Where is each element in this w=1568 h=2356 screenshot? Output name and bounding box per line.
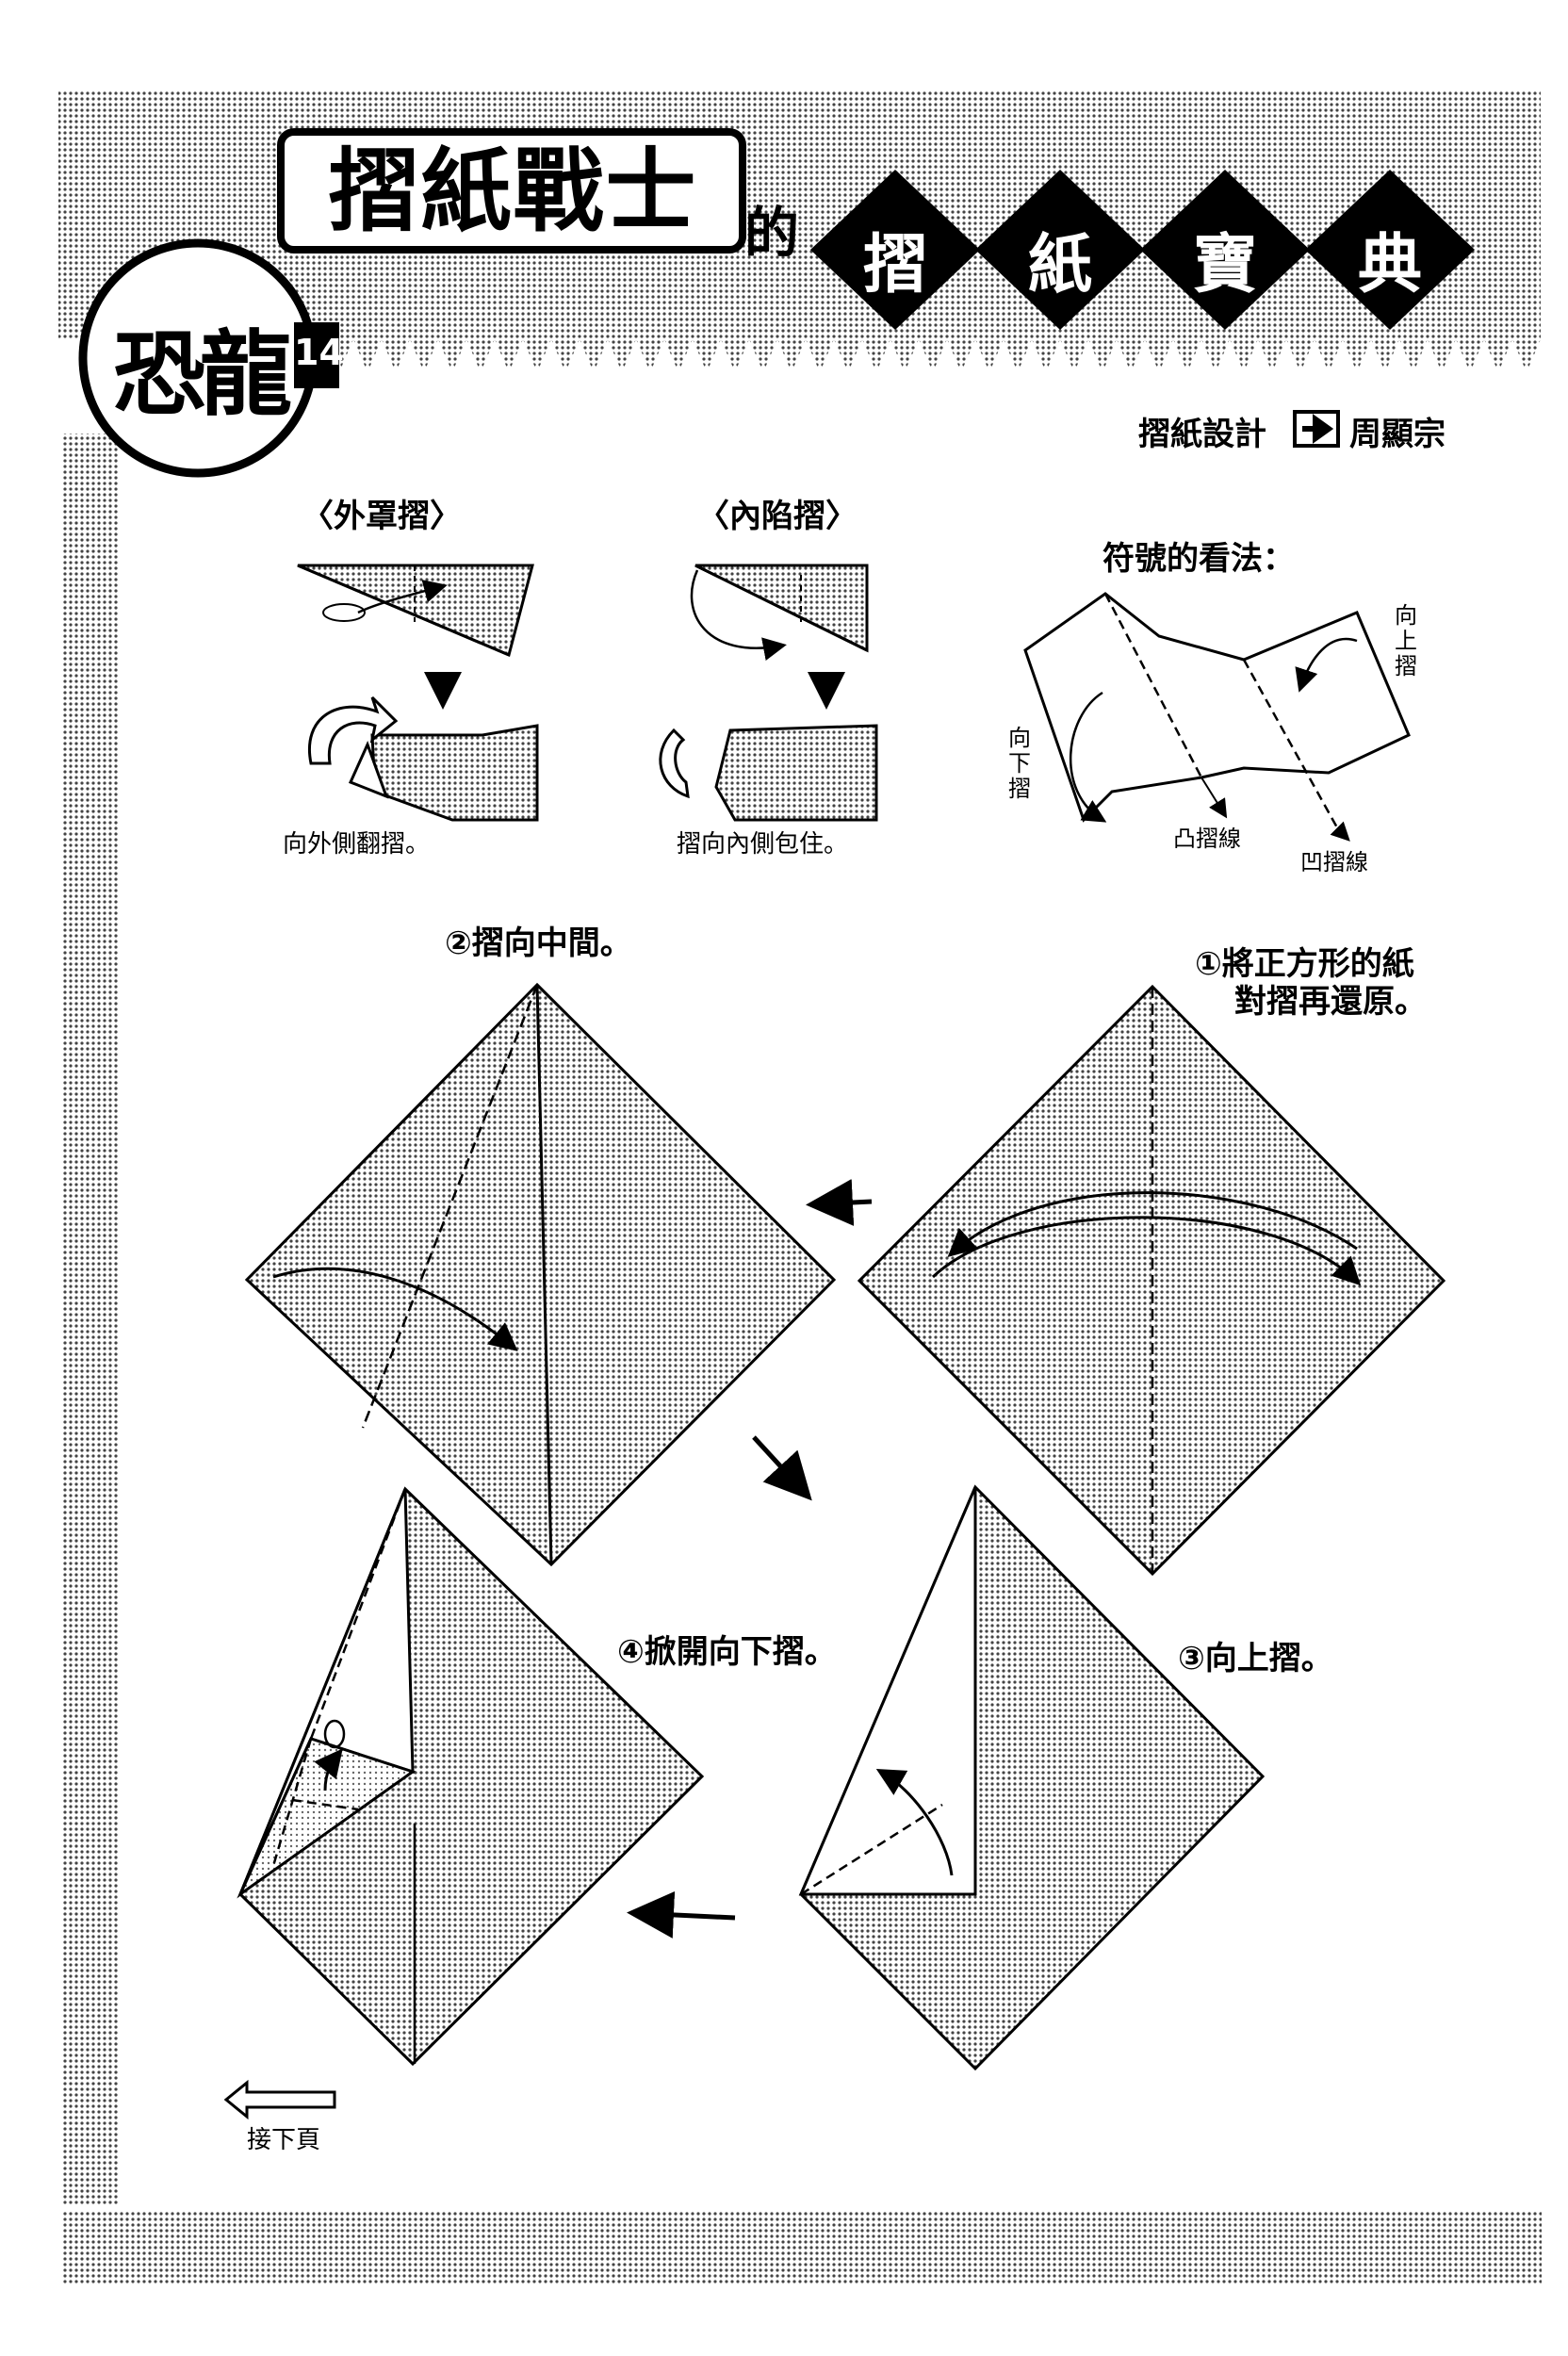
step1-label-line1: ①將正方形的紙 bbox=[1195, 945, 1414, 983]
title-logo-frame bbox=[277, 128, 746, 254]
symbols-title: 符號的看法： bbox=[1102, 540, 1295, 578]
next-page-label: 接下頁 bbox=[247, 2126, 321, 2154]
step2-label: ②摺向中間。 bbox=[445, 924, 632, 962]
book-char-4: 典 bbox=[1357, 227, 1422, 303]
mountain-line-label: 凸摺線 bbox=[1173, 826, 1241, 852]
bottom-strip bbox=[62, 2210, 1542, 2285]
fold-up-label: 向上摺 bbox=[1395, 602, 1417, 679]
episode-badge bbox=[294, 322, 339, 388]
book-diamond-4 bbox=[1305, 170, 1475, 330]
outside-fold-title: 〈外罩摺〉 bbox=[302, 498, 462, 535]
step3-label: ③向上摺。 bbox=[1178, 1640, 1333, 1677]
title-particle: 的 bbox=[744, 201, 800, 265]
fold-down-label: 向下摺 bbox=[1008, 725, 1031, 802]
next-page-arrow bbox=[223, 2079, 336, 2120]
book-char-2: 紙 bbox=[1027, 227, 1092, 303]
valley-line-label: 凹摺線 bbox=[1300, 849, 1368, 875]
book-diamond-1 bbox=[810, 170, 980, 330]
credit-label: 摺紙設計 bbox=[1138, 416, 1266, 453]
step1-label-line2: 對摺再還原。 bbox=[1234, 983, 1427, 1021]
outside-fold-bottom-shape bbox=[370, 724, 539, 822]
symbol-sheet bbox=[1023, 592, 1411, 823]
designer-name: 周顯宗 bbox=[1349, 416, 1446, 453]
step4-label: ④掀開向下摺。 bbox=[617, 1633, 837, 1671]
step3-flap bbox=[798, 1486, 977, 1896]
outside-fold-caption: 向外側翻摺。 bbox=[283, 830, 431, 859]
book-diamond-3 bbox=[1140, 170, 1310, 330]
title-logo: 摺紙戰士 bbox=[328, 138, 698, 244]
inside-fold-caption: 摺向內側包住。 bbox=[677, 830, 849, 859]
step4-small-flap bbox=[237, 1737, 416, 1899]
model-name: 恐龍 bbox=[112, 321, 292, 429]
book-char-3: 寶 bbox=[1192, 227, 1257, 303]
left-strip bbox=[62, 434, 119, 2205]
episode-number: 14 bbox=[294, 332, 344, 373]
book-char-1: 摺 bbox=[862, 227, 927, 303]
book-diamond-2 bbox=[975, 170, 1145, 330]
inside-fold-title: 〈內陷摺〉 bbox=[697, 498, 858, 535]
inside-fold-bottom-shape bbox=[714, 724, 878, 822]
